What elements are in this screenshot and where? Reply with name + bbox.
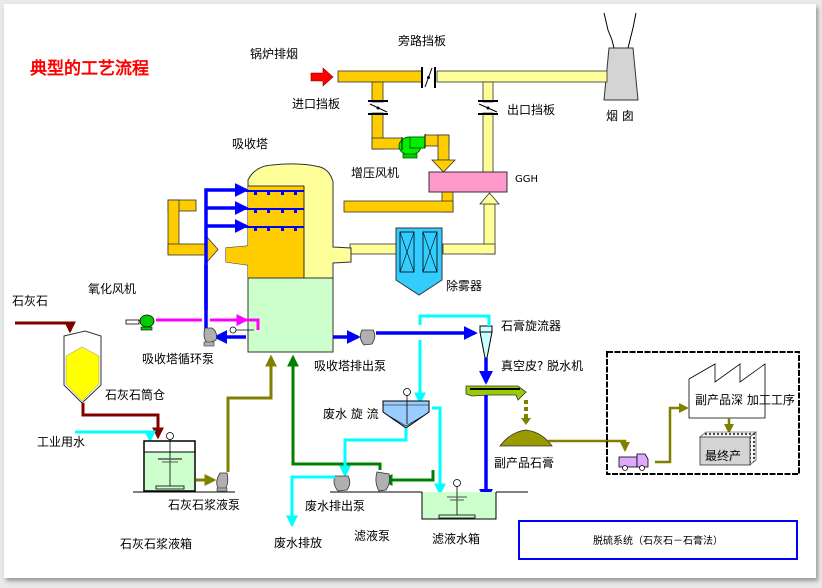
absorber-label: 吸收塔 [232,137,268,151]
absorber-discharge-pump-label: 吸收塔排出泵 [314,359,386,373]
booster-fan-label: 增压风机 [351,166,399,180]
byproduct-gypsum-pile [499,429,553,447]
inlet-damper-icon[interactable] [368,100,388,115]
outlet-damper-label: 出口挡板 [507,103,555,117]
caption-box [518,520,798,560]
demister-label: 除雾器 [446,278,482,293]
oxidation-fan-icon[interactable] [125,314,155,331]
booster-fan-icon[interactable] [398,134,426,159]
wastewater-discharge-pump-label: 废水排出泵 [305,498,365,513]
filtrate-pump-icon[interactable] [375,471,390,492]
gypsum-drop-arrow-icon [521,418,531,425]
byproduct-gypsum-label: 副产品石膏 [494,455,554,470]
factory-icon[interactable] [688,363,766,419]
limestone-slurry-tank-label: 石灰石浆液箱 [120,536,192,551]
gypsum-cyclone-icon[interactable] [479,325,493,359]
limestone-slurry-pump-icon[interactable] [216,472,229,492]
silo-outlet-line [81,403,164,440]
limestone-slurry-pump-label: 石灰石浆液泵 [168,497,240,512]
wastewater-discharge-pump-icon[interactable] [333,475,351,492]
filtrate-pump-label: 滤液泵 [354,528,390,543]
cyclone-overflow-line [418,314,491,326]
limestone-label: 石灰石 [12,294,48,308]
diagram-title: 典型的工艺流程 [30,58,149,79]
byproduct-processing-label: 副产品深 加工工序 [695,392,795,407]
final-product-block[interactable] [699,431,757,466]
process-water-line [75,430,156,443]
absorber-tower[interactable] [225,163,352,353]
oxidation-fan-label: 氧化风机 [88,282,136,296]
limestone-feed-line [15,321,76,334]
agitator-valve-icon [229,326,254,334]
chimney-label: 烟 囱 [606,109,634,123]
slurry-feed-line [226,354,277,472]
spray-headers [204,183,304,330]
truck-to-factory-line [655,403,689,464]
bypass-damper-label: 旁路挡板 [398,33,446,48]
filtrate-return-line [287,354,382,470]
byproduct-processing-area [606,351,800,475]
diagram-card [4,4,816,578]
bypass-damper-icon[interactable] [421,67,436,88]
filtrate-tank[interactable] [421,479,528,520]
limestone-slurry-tank[interactable] [133,432,235,493]
wastewater-discharge-line [286,475,335,528]
limestone-silo[interactable] [63,330,102,404]
process-water-label: 工业用水 [37,435,85,449]
filtrate-tank-label: 滤液水箱 [432,531,480,546]
vacuum-belt-dewaterer-icon[interactable] [465,385,527,401]
absorber-circulation-pump-icon[interactable] [203,327,217,347]
absorber-circulation-pump-label: 吸收塔循环泵 [142,352,214,366]
filtrate-line-to-pump [380,470,435,486]
wastewater-cyclone-label: 废水 旋 流 [323,406,379,421]
final-product-label: 最终产 [705,448,741,463]
wastewater-to-pump-line [339,428,408,478]
caption-text: 脱硫系统（石灰石－石膏法） [593,534,723,547]
inlet-damper-label: 进口挡板 [292,97,340,111]
chimney [603,12,639,101]
wastewater-discharge-label: 废水排放 [274,535,322,550]
demister-icon[interactable] [395,227,443,296]
ggh-label: GGH [515,174,538,185]
ggh-heater[interactable] [428,171,508,193]
vacuum-belt-label: 真空皮? 脱水机 [501,358,583,373]
truck-icon[interactable] [618,453,649,471]
clean-flue-duct [349,70,608,255]
cyclone-to-filtrate-tank-line [432,406,446,496]
absorber-discharge-pump-icon[interactable] [360,329,376,346]
gypsum-transport-line [548,439,630,452]
oxidation-air-line [156,314,260,330]
limestone-silo-label: 石灰石筒仓 [105,387,165,402]
boiler-flue-gas-label: 锅炉排烟 [250,46,298,61]
hot-flue-duct [167,70,456,264]
wastewater-cyclone-icon[interactable] [382,388,430,429]
outlet-damper-icon[interactable] [478,100,498,115]
gypsum-cyclone-label: 石膏旋流器 [501,318,561,333]
flue-gas-inlet-arrow-icon [310,67,334,87]
